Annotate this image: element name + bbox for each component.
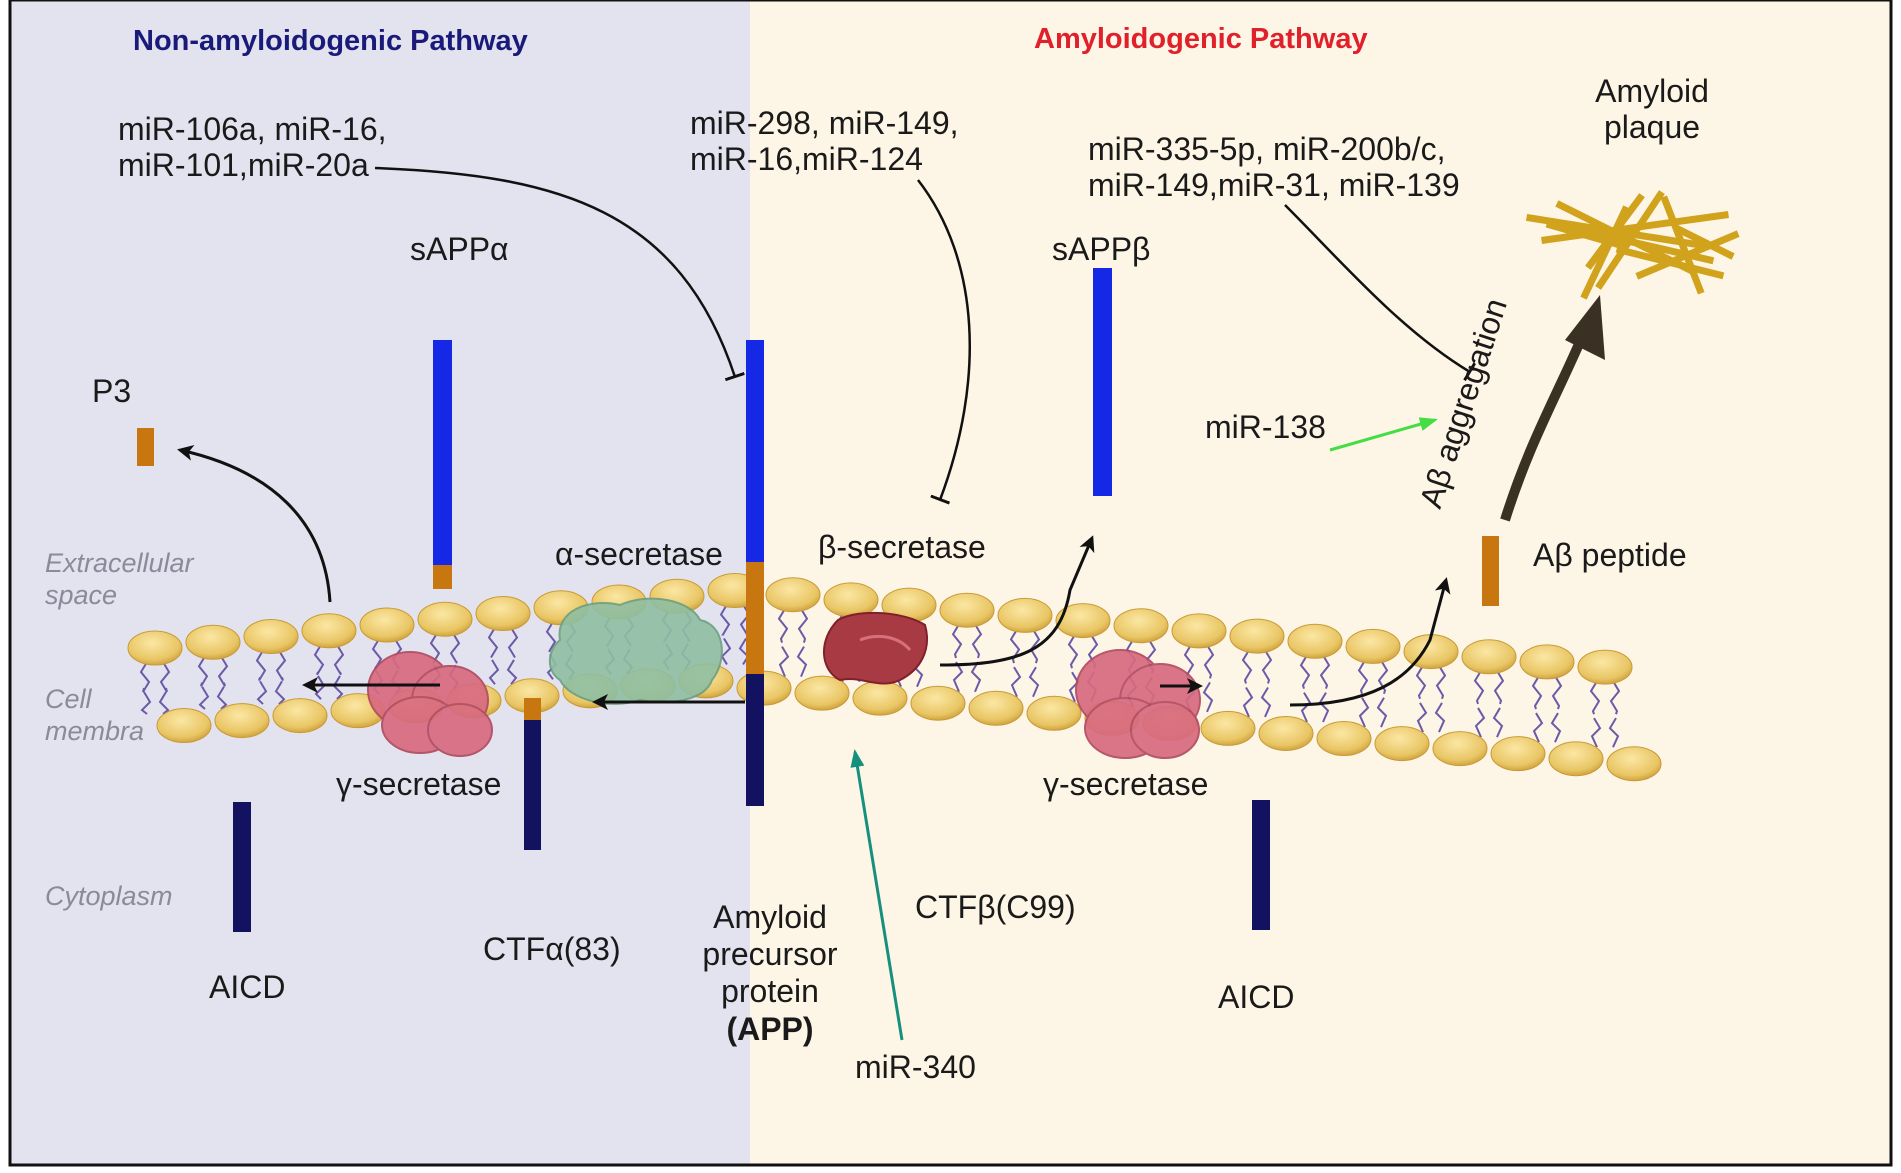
beta-secretase-label: β-secretase bbox=[818, 529, 986, 565]
mid-mirna-line-1: miR-298, miR-149, bbox=[690, 105, 959, 141]
plaque-label-line-2: plaque bbox=[1604, 109, 1700, 145]
amyloid-plaque-fibrils bbox=[1525, 190, 1740, 300]
aicd-left-label: AICD bbox=[209, 969, 285, 1005]
ctfa-bar bbox=[524, 720, 541, 850]
mir340-activation-arrow bbox=[850, 749, 904, 1041]
right-panel-background bbox=[750, 0, 1891, 1165]
left-mirna-line-1: miR-106a, miR-16, bbox=[118, 111, 387, 147]
extracellular-label-line-2: space bbox=[45, 580, 117, 610]
beta-secretase-enzyme bbox=[823, 611, 928, 685]
app-bar-membrane bbox=[746, 562, 764, 674]
aicd-right-label: AICD bbox=[1218, 979, 1294, 1015]
aggregation-arrow bbox=[1500, 328, 1590, 522]
left-mirna-line-2: miR-101,miR-20a bbox=[118, 147, 369, 183]
mid-mirna-line-2: miR-16,miR-124 bbox=[690, 141, 923, 177]
p3-fragment bbox=[137, 428, 154, 466]
app-label-line-4: (APP) bbox=[726, 1011, 813, 1047]
ctfa-label: CTFα(83) bbox=[483, 931, 621, 967]
plaque-label-line-1: Amyloid bbox=[1595, 73, 1709, 109]
aicd-right-bar bbox=[1252, 800, 1270, 930]
alpha-secretase-enzyme bbox=[548, 597, 723, 705]
left-panel-background bbox=[10, 0, 750, 1165]
app-label-line-2: precursor bbox=[702, 936, 838, 972]
mir138-label: miR-138 bbox=[1205, 409, 1326, 445]
ab-release-arrow bbox=[1289, 577, 1451, 707]
app-label-line-1: Amyloid bbox=[713, 899, 827, 935]
aggregation-arrowhead bbox=[1565, 295, 1605, 360]
gamma-secretase-left-label: γ-secretase bbox=[336, 766, 501, 802]
extracellular-label-line-1: Extracellular bbox=[45, 548, 195, 578]
gamma-secretase-right-label: γ-secretase bbox=[1043, 766, 1208, 802]
membrane-label-line-1: Cell bbox=[45, 684, 93, 714]
right-mirna-line-1: miR-335-5p, miR-200b/c, bbox=[1088, 131, 1445, 167]
cytoplasm-label: Cytoplasm bbox=[45, 881, 173, 911]
sappb-label: sAPPβ bbox=[1052, 231, 1150, 267]
ctfa-bar-stub bbox=[524, 698, 541, 720]
right-mirna-inhibition bbox=[1284, 204, 1477, 382]
p3-label: P3 bbox=[92, 373, 131, 409]
ctfb-label: CTFβ(C99) bbox=[915, 889, 1076, 925]
right-pathway-title: Amyloidogenic Pathway bbox=[1034, 23, 1368, 55]
aicd-left-bar bbox=[233, 802, 251, 932]
mir138-activation-arrow bbox=[1329, 417, 1438, 452]
mir340-label: miR-340 bbox=[855, 1049, 976, 1085]
alpha-secretase-label: α-secretase bbox=[555, 536, 723, 572]
right-mirna-line-2: miR-149,miR-31, miR-139 bbox=[1088, 167, 1460, 203]
ctfb-release-arrow bbox=[939, 535, 1095, 667]
app-bar-extracellular bbox=[746, 340, 764, 562]
left-mirna-inhibition bbox=[374, 166, 745, 382]
sappa-bar bbox=[433, 340, 452, 565]
sappa-release-arrow bbox=[177, 445, 332, 603]
mid-mirna-inhibition bbox=[917, 179, 971, 505]
sappa-label: sAPPα bbox=[410, 231, 509, 267]
app-label-line-3: protein bbox=[721, 973, 819, 1009]
left-pathway-title: Non-amyloidogenic Pathway bbox=[133, 25, 528, 57]
app-bar-cytoplasmic bbox=[746, 674, 764, 806]
ab-peptide-fragment bbox=[1482, 536, 1499, 606]
frame-border bbox=[8, 0, 1893, 1167]
membrane-label-line-2: membra bbox=[45, 716, 144, 746]
ab-peptide-label: Aβ peptide bbox=[1533, 537, 1687, 573]
gamma-secretase-right-enzyme bbox=[1075, 649, 1201, 759]
sappb-bar bbox=[1093, 268, 1112, 496]
sappa-bar-stub bbox=[433, 565, 452, 589]
gamma-secretase-left-enzyme bbox=[367, 651, 493, 757]
